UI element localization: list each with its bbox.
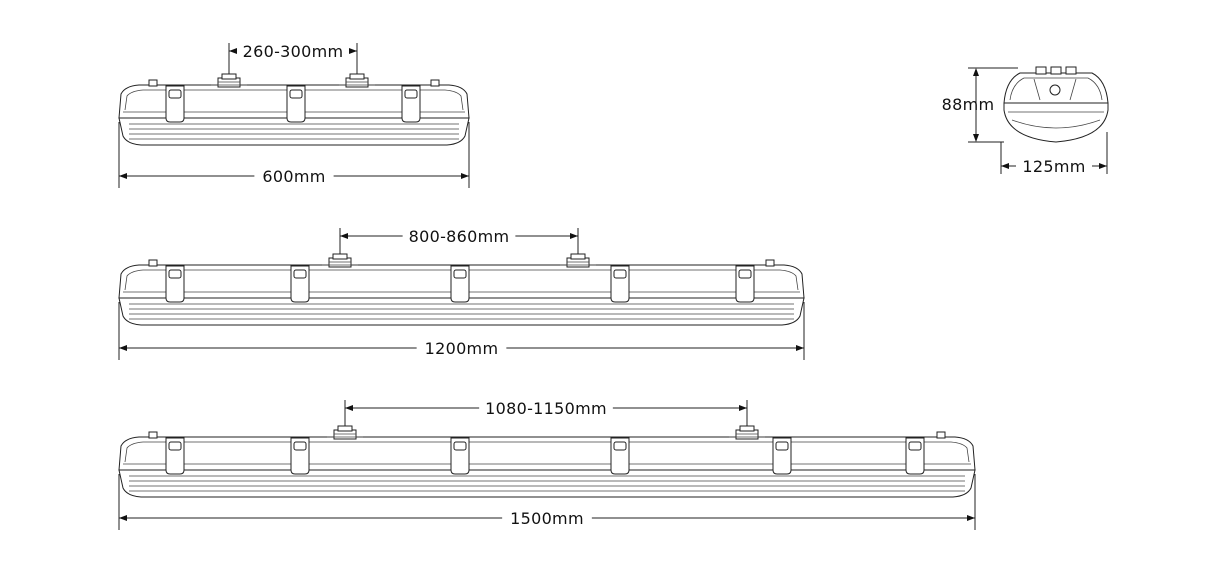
clip bbox=[772, 437, 792, 475]
mounting-bracket bbox=[339, 73, 375, 88]
fixture-1500mm bbox=[118, 400, 976, 530]
clip-window bbox=[289, 89, 303, 99]
mounting-bracket bbox=[327, 425, 363, 440]
arrowhead bbox=[345, 405, 353, 411]
clip bbox=[450, 265, 470, 303]
fixture-1200mm bbox=[118, 228, 805, 360]
bracket-top bbox=[332, 253, 348, 260]
clip-window bbox=[168, 269, 182, 279]
clip bbox=[165, 437, 185, 475]
length-dimension-line bbox=[118, 122, 470, 188]
clip bbox=[735, 265, 755, 303]
clip bbox=[401, 85, 421, 123]
width-dimension-line bbox=[1000, 132, 1108, 174]
clip-window bbox=[908, 441, 922, 451]
arrowhead bbox=[461, 173, 469, 179]
mount-dimension-line bbox=[344, 400, 748, 426]
arrowhead bbox=[570, 233, 578, 239]
end-tab bbox=[148, 431, 158, 439]
mounting-bracket bbox=[211, 73, 247, 88]
clip-window bbox=[613, 441, 627, 451]
arrowhead bbox=[340, 233, 348, 239]
clip-window bbox=[168, 441, 182, 451]
clip bbox=[165, 85, 185, 123]
clip-window bbox=[293, 269, 307, 279]
height-dimension-line bbox=[968, 67, 1018, 143]
arrowhead bbox=[796, 345, 804, 351]
arrowhead bbox=[739, 405, 747, 411]
mounting-bracket bbox=[322, 253, 358, 268]
arrowhead bbox=[119, 515, 127, 521]
clip bbox=[290, 265, 310, 303]
bracket-top bbox=[337, 425, 353, 432]
fixture-600mm bbox=[118, 43, 470, 188]
end-tab bbox=[430, 79, 440, 87]
mount-distance-label-1500: 1080-1150mm bbox=[485, 399, 607, 418]
cross-section-view bbox=[1003, 66, 1109, 143]
diffuser bbox=[118, 117, 470, 146]
length-dimension-line bbox=[118, 474, 976, 530]
clip-window bbox=[613, 269, 627, 279]
bracket-top bbox=[349, 73, 365, 80]
bracket-top bbox=[221, 73, 237, 80]
clip bbox=[905, 437, 925, 475]
length-label-600: 600mm bbox=[262, 167, 325, 186]
diffuser bbox=[118, 297, 805, 326]
length-label-1200: 1200mm bbox=[425, 339, 499, 358]
clip bbox=[610, 437, 630, 475]
mounting-bracket bbox=[560, 253, 596, 268]
clip bbox=[450, 437, 470, 475]
clip-window bbox=[775, 441, 789, 451]
mounting-bracket bbox=[729, 425, 765, 440]
end-tab bbox=[765, 259, 775, 267]
bracket-top bbox=[570, 253, 586, 260]
arrowhead bbox=[349, 48, 357, 54]
length-label-1500: 1500mm bbox=[510, 509, 584, 528]
width-label: 125mm bbox=[1022, 157, 1085, 176]
arrowhead bbox=[119, 173, 127, 179]
end-tab bbox=[936, 431, 946, 439]
end-tab bbox=[148, 79, 158, 87]
mount-dimension-line bbox=[228, 43, 358, 74]
arrowhead bbox=[967, 515, 975, 521]
clip bbox=[610, 265, 630, 303]
length-dimension-line bbox=[118, 302, 805, 360]
mount-dimension-line bbox=[339, 228, 579, 254]
clip-window bbox=[738, 269, 752, 279]
clip bbox=[286, 85, 306, 123]
mount-distance-label-1200: 800-860mm bbox=[409, 227, 510, 246]
bracket-top bbox=[739, 425, 755, 432]
arrowhead bbox=[119, 345, 127, 351]
height-label: 88mm bbox=[942, 95, 995, 114]
clip-window bbox=[453, 269, 467, 279]
housing-inner-edge bbox=[124, 441, 970, 463]
clip-window bbox=[453, 441, 467, 451]
end-tab bbox=[148, 259, 158, 267]
mount-distance-label-600: 260-300mm bbox=[243, 42, 344, 61]
arrowhead bbox=[229, 48, 237, 54]
clip-window bbox=[168, 89, 182, 99]
clip bbox=[165, 265, 185, 303]
diffuser bbox=[118, 469, 976, 498]
clip-window bbox=[293, 441, 307, 451]
clip bbox=[290, 437, 310, 475]
clip-window bbox=[404, 89, 418, 99]
housing-cover bbox=[118, 436, 976, 471]
